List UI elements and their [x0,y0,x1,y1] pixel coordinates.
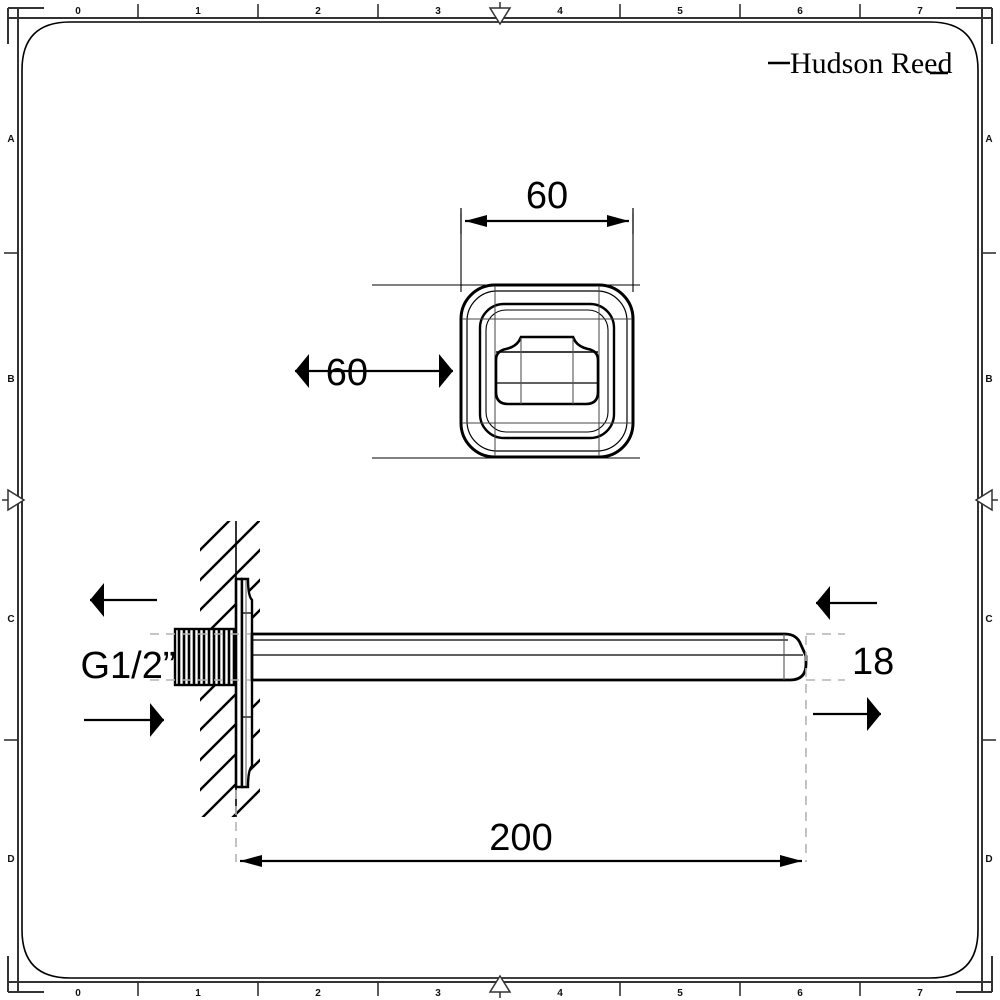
dimension-plate-height: 60 [295,352,453,394]
dimension-arm-length: 200 [240,817,802,867]
dimension-label-plate-height: 60 [326,352,368,394]
front-view-square-plate [372,213,640,459]
plate-bevel-band [478,302,616,440]
frame-label-bottom-6: 6 [797,988,803,999]
plate-outer-inner-edge [466,290,628,452]
frame-label-bottom-3: 3 [435,988,441,999]
frame-ticks [4,4,996,996]
frame-row-labels-right: A B C D [985,134,992,865]
frame-label-right-a: A [985,134,992,145]
threaded-connector [173,627,238,687]
brand-logo: Hudson Reed [768,47,952,80]
frame-label-top-4: 4 [557,6,563,17]
dimension-label-plate-width: 60 [526,175,568,217]
arm-body [250,632,808,682]
plate-bevel-inner [485,309,609,433]
frame-label-right-c: C [985,614,992,625]
frame-label-bottom-0: 0 [75,988,81,999]
frame-row-labels-left: A B C D [7,134,14,865]
dimension-label-thread-size: G1/2” [80,645,175,687]
hidden-construction-lines [150,633,845,862]
frame-label-left-a: A [7,134,14,145]
frame-label-top-2: 2 [315,6,321,17]
frame-label-right-d: D [985,854,992,865]
frame-label-left-d: D [7,854,14,865]
frame-label-left-b: B [7,374,14,385]
dimension-thread-size: G1/2” [80,583,176,737]
frame-label-bottom-1: 1 [195,988,201,999]
flange-cover-plate [234,577,254,789]
frame-label-bottom-5: 5 [677,988,683,999]
frame-label-bottom-2: 2 [315,988,321,999]
frame-label-top-1: 1 [195,6,201,17]
frame-label-top-6: 6 [797,6,803,17]
plate-outer-body [459,283,635,459]
frame-label-top-7: 7 [917,6,923,17]
plate-center-boss [494,335,600,406]
dimension-plate-width: 60 [460,175,634,234]
frame-label-bottom-4: 4 [557,988,563,999]
frame-column-labels-top: 0 1 2 3 4 5 6 7 [75,6,923,17]
dimension-arm-thickness: 18 [813,586,894,731]
logo-text: Hudson Reed [790,47,952,80]
frame-label-top-0: 0 [75,6,81,17]
frame-label-right-b: B [985,374,992,385]
frame-label-top-3: 3 [435,6,441,17]
side-view-arm [150,521,845,862]
frame-label-top-5: 5 [677,6,683,17]
frame-label-left-c: C [7,614,14,625]
dimension-label-arm-length: 200 [489,817,552,859]
frame-column-labels-bottom: 0 1 2 3 4 5 6 7 [75,988,923,999]
dimension-label-arm-thickness: 18 [852,641,894,683]
sheet-outline [21,21,979,979]
frame-label-bottom-7: 7 [917,988,923,999]
